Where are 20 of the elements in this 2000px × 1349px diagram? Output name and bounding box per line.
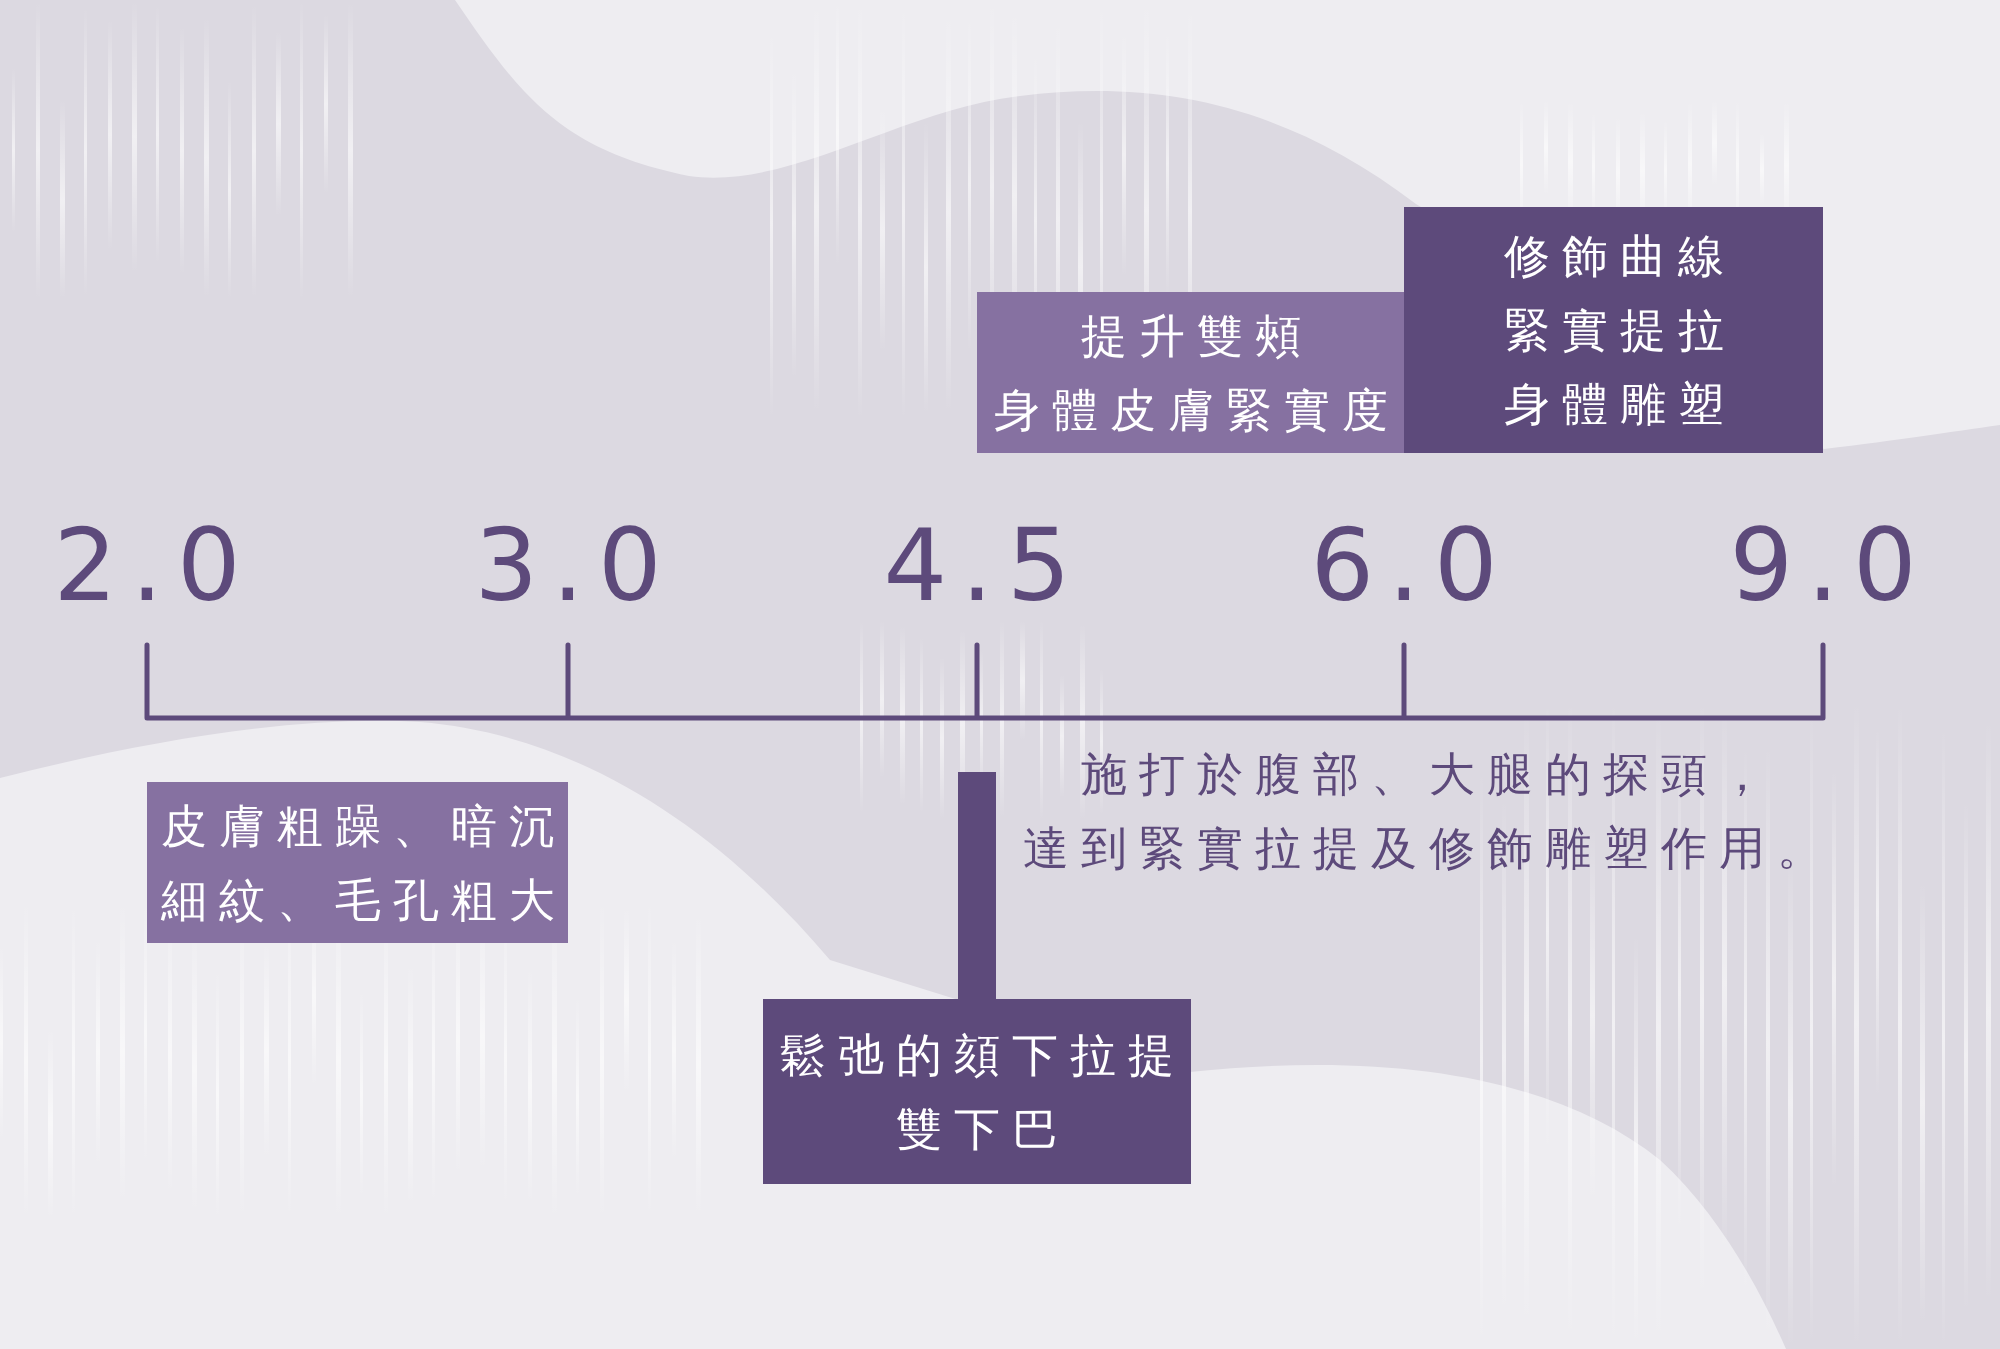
tick-label: 6.0 xyxy=(1309,514,1512,618)
label-text: 緊實提拉 xyxy=(1502,302,1736,359)
label-text: 鬆弛的頦下拉提 xyxy=(779,1026,1186,1084)
label-text: 身體雕塑 xyxy=(1502,376,1736,433)
label-text: 細紋、毛孔粗大 xyxy=(159,871,567,929)
label-text: 雙下巴 xyxy=(895,1100,1070,1158)
tick-label: 2.0 xyxy=(52,514,255,618)
label-text: 皮膚粗躁、暗沉 xyxy=(159,797,567,855)
category-box xyxy=(977,292,1404,453)
category-box xyxy=(147,782,568,943)
label-text: 身體皮膚緊實度 xyxy=(992,381,1400,439)
category-box xyxy=(763,999,1191,1184)
description-text: 施打於腹部、大腿的探頭，達到緊實拉提及修飾雕塑作用。 xyxy=(1023,746,1835,877)
tick-label: 3.0 xyxy=(473,514,676,618)
tick-label: 4.5 xyxy=(882,514,1085,618)
label-text: 提升雙頰 xyxy=(1079,307,1313,365)
category-box xyxy=(1404,207,1823,453)
tick-label: 9.0 xyxy=(1728,514,1931,618)
leader-line xyxy=(958,772,996,999)
label-text: 修飾曲線 xyxy=(1502,228,1736,285)
